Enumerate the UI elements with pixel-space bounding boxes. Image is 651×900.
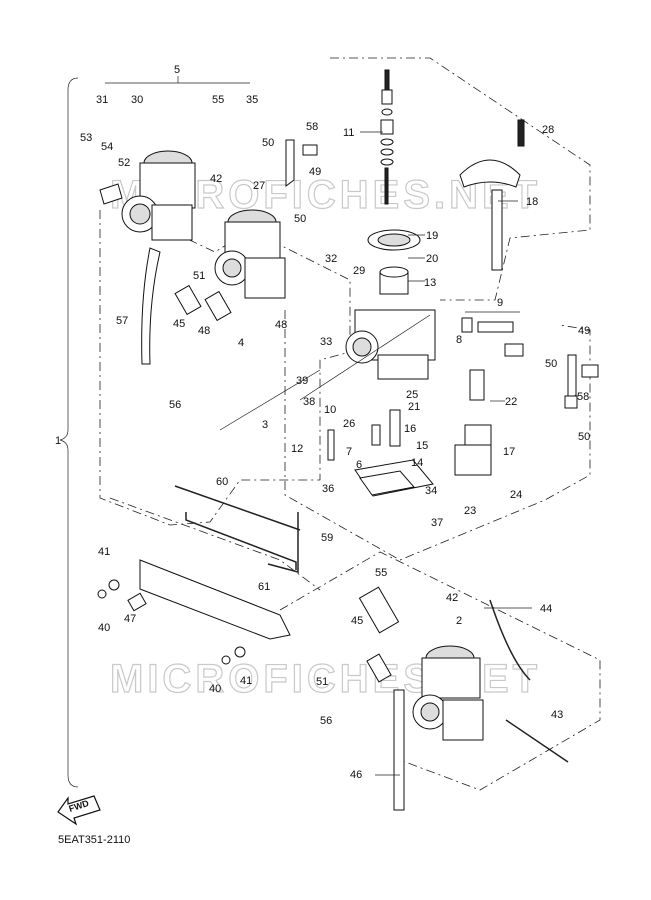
callout-55b: 55 xyxy=(375,567,387,579)
linkage-rods xyxy=(174,485,301,573)
callout-8: 8 xyxy=(456,334,462,346)
callout-26: 26 xyxy=(343,418,355,430)
reference-code: 5EAT351-2110 xyxy=(58,834,130,846)
callout-54: 54 xyxy=(101,141,113,153)
callout-20: 20 xyxy=(426,253,438,265)
callout-58b: 58 xyxy=(577,391,589,403)
callout-51b: 51 xyxy=(316,676,328,688)
callout-50c: 50 xyxy=(545,358,557,370)
leader-lines xyxy=(105,76,532,776)
callout-19: 19 xyxy=(426,230,438,242)
callout-50b: 50 xyxy=(294,213,306,225)
carburetor-lower xyxy=(358,586,569,811)
callout-12: 12 xyxy=(291,443,303,455)
callout-4: 4 xyxy=(238,337,244,349)
callout-57: 57 xyxy=(116,315,128,327)
callout-48a: 48 xyxy=(198,325,210,337)
callout-36: 36 xyxy=(322,483,334,495)
callout-25: 25 xyxy=(406,389,418,401)
callout-45a: 45 xyxy=(173,318,185,330)
callout-5: 5 xyxy=(174,64,180,76)
callout-21: 21 xyxy=(408,401,420,413)
assembly-bracket xyxy=(59,77,79,788)
callout-60: 60 xyxy=(216,476,228,488)
callout-33: 33 xyxy=(320,336,332,348)
dashed-outline-lower xyxy=(279,551,601,791)
callout-9: 9 xyxy=(497,297,503,309)
callout-22: 22 xyxy=(505,396,517,408)
callout-49a: 49 xyxy=(309,166,321,178)
callout-42b: 42 xyxy=(446,592,458,604)
callout-59: 59 xyxy=(321,532,333,544)
callout-52: 52 xyxy=(118,157,130,169)
callout-40b: 40 xyxy=(209,683,221,695)
callout-37: 37 xyxy=(431,517,443,529)
base-plate xyxy=(97,559,291,665)
callout-35: 35 xyxy=(246,94,258,106)
callout-15: 15 xyxy=(416,440,428,452)
dashed-outline-float xyxy=(284,310,591,561)
callout-39: 39 xyxy=(296,375,308,387)
callout-61: 61 xyxy=(258,581,270,593)
callout-24: 24 xyxy=(510,489,522,501)
callout-34: 34 xyxy=(425,485,437,497)
callout-41a: 41 xyxy=(98,546,110,558)
callout-56a: 56 xyxy=(169,399,181,411)
callouts: 1 2 3 4 5 6 7 8 9 10 11 12 13 14 15 16 1… xyxy=(55,64,590,781)
carburetor-central-body xyxy=(345,309,436,497)
right-fittings xyxy=(285,139,599,409)
dashed-outline-needle xyxy=(330,57,591,301)
fwd-arrow-icon: FWD xyxy=(57,795,101,826)
callout-40a: 40 xyxy=(98,622,110,634)
callout-13: 13 xyxy=(424,277,436,289)
callout-1: 1 xyxy=(55,435,61,447)
callout-17: 17 xyxy=(503,446,515,458)
carburetor-middle-left xyxy=(174,209,286,322)
callout-48b: 48 xyxy=(275,319,287,331)
float-chamber-parts xyxy=(327,369,492,476)
jet-needle-stack xyxy=(380,69,394,205)
callout-10: 10 xyxy=(324,404,336,416)
callout-55a: 55 xyxy=(212,94,224,106)
callout-28: 28 xyxy=(542,124,554,136)
callout-51a: 51 xyxy=(193,270,205,282)
callout-43: 43 xyxy=(551,709,563,721)
callout-50a: 50 xyxy=(262,137,274,149)
callout-42a: 42 xyxy=(210,173,222,185)
callout-29: 29 xyxy=(353,265,365,277)
callout-56b: 56 xyxy=(320,715,332,727)
callout-45b: 45 xyxy=(351,615,363,627)
callout-49b: 49 xyxy=(578,325,590,337)
callout-53: 53 xyxy=(80,132,92,144)
diaphragm-assembly xyxy=(367,119,525,295)
callout-18: 18 xyxy=(526,196,538,208)
callout-31: 31 xyxy=(96,94,108,106)
callout-58a: 58 xyxy=(306,121,318,133)
callout-6: 6 xyxy=(356,459,362,471)
callout-11: 11 xyxy=(343,127,354,139)
callout-7: 7 xyxy=(346,446,352,458)
callout-16: 16 xyxy=(404,423,416,435)
callout-2: 2 xyxy=(456,615,462,627)
callout-14: 14 xyxy=(411,457,423,469)
callout-38: 38 xyxy=(303,396,315,408)
callout-3: 3 xyxy=(262,419,268,431)
callout-47: 47 xyxy=(124,613,136,625)
callout-23: 23 xyxy=(464,505,476,517)
callout-27: 27 xyxy=(253,180,265,192)
callout-50d: 50 xyxy=(578,431,590,443)
callout-44: 44 xyxy=(540,603,552,615)
dashed-outline-plate xyxy=(109,497,321,591)
callout-32: 32 xyxy=(325,253,337,265)
callout-30: 30 xyxy=(131,94,143,106)
callout-41b: 41 xyxy=(240,675,252,687)
carburetor-upper-left xyxy=(99,150,196,365)
callout-46: 46 xyxy=(350,769,362,781)
